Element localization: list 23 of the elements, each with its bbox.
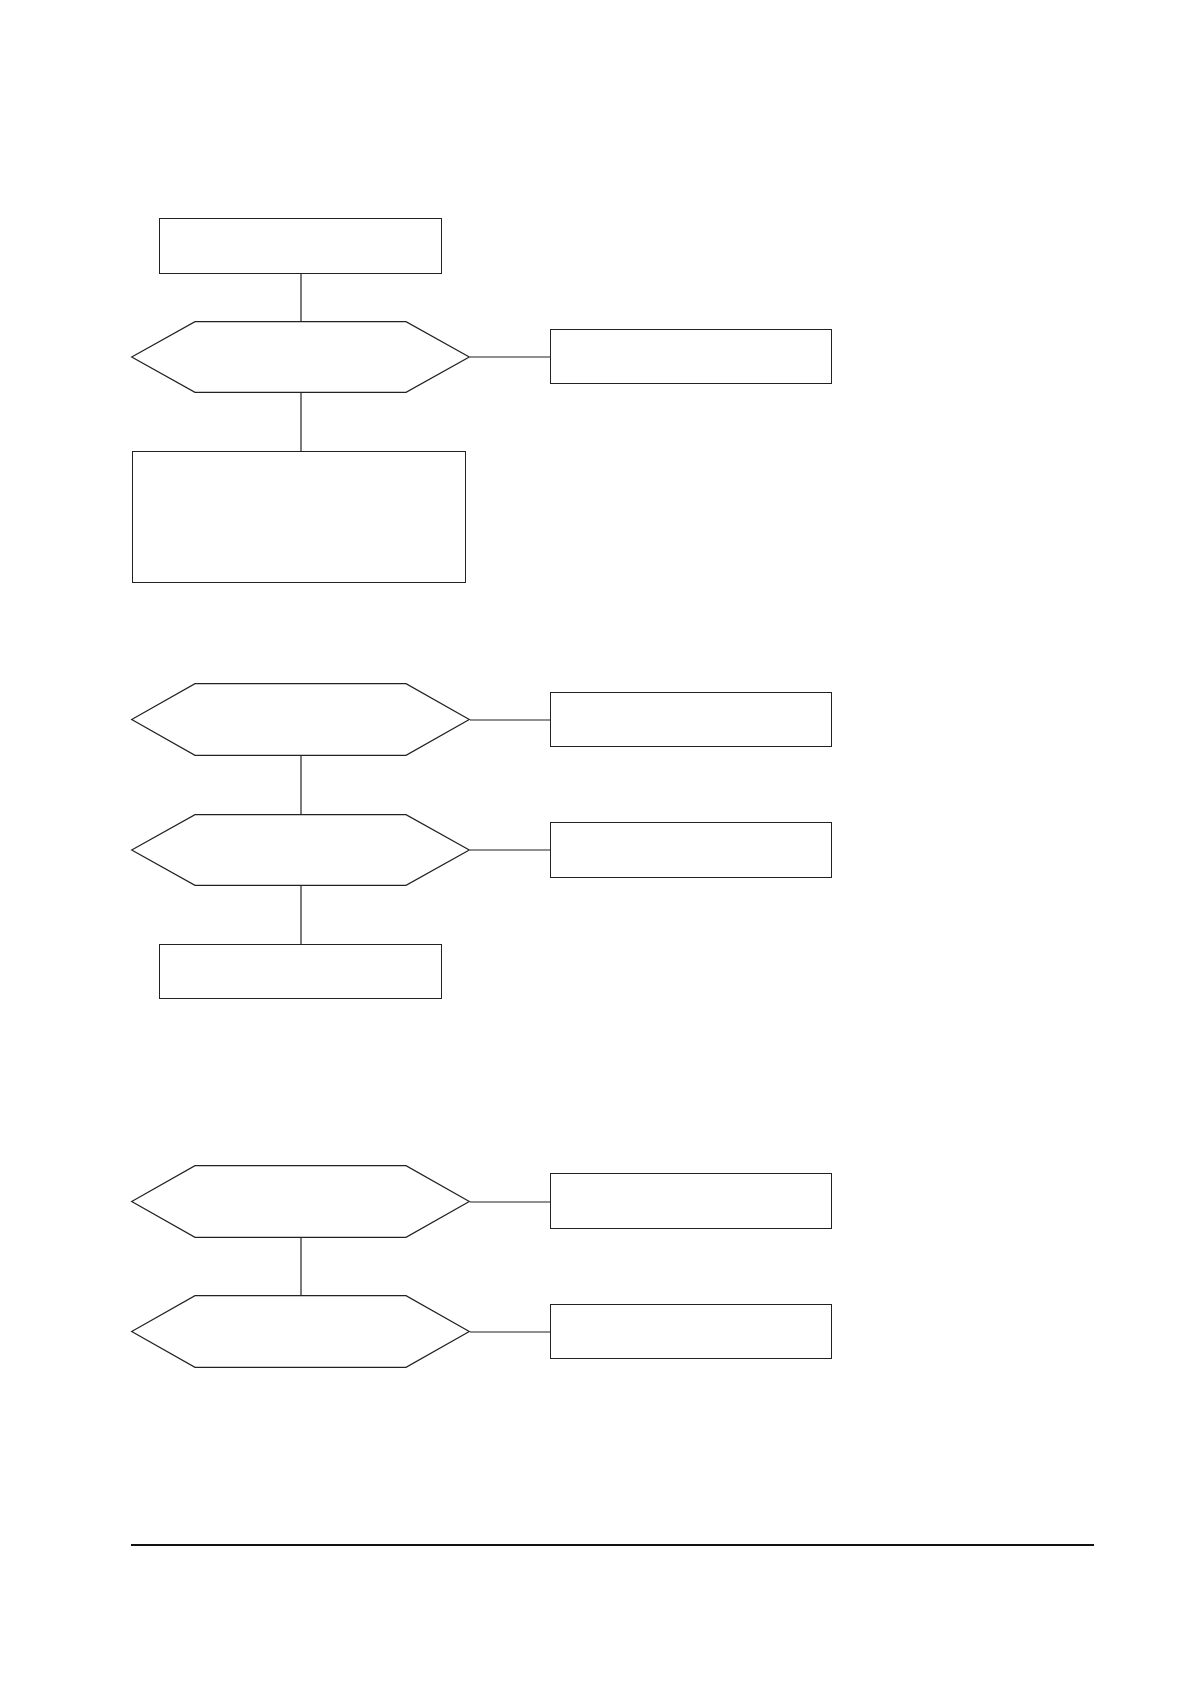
process-box bbox=[550, 329, 832, 384]
process-box bbox=[550, 822, 832, 878]
connector-line bbox=[469, 356, 551, 358]
connector-line bbox=[300, 392, 302, 452]
connector-line bbox=[469, 719, 551, 721]
connector-line bbox=[300, 885, 302, 945]
decision-hexagon bbox=[131, 814, 470, 886]
connector-line bbox=[300, 273, 302, 322]
process-box bbox=[550, 1173, 832, 1229]
connector-line bbox=[469, 849, 551, 851]
decision-hexagon bbox=[131, 321, 470, 393]
decision-hexagon bbox=[131, 1295, 470, 1368]
connector-line bbox=[300, 1237, 302, 1296]
connector-line bbox=[469, 1201, 551, 1203]
decision-hexagon bbox=[131, 683, 470, 756]
process-box bbox=[550, 1304, 832, 1359]
process-box bbox=[159, 944, 442, 999]
connector-line bbox=[300, 755, 302, 815]
process-box bbox=[132, 451, 466, 583]
decision-hexagon bbox=[131, 1165, 470, 1238]
process-box bbox=[550, 692, 832, 747]
process-box bbox=[159, 218, 442, 274]
connector-line bbox=[469, 1331, 551, 1333]
